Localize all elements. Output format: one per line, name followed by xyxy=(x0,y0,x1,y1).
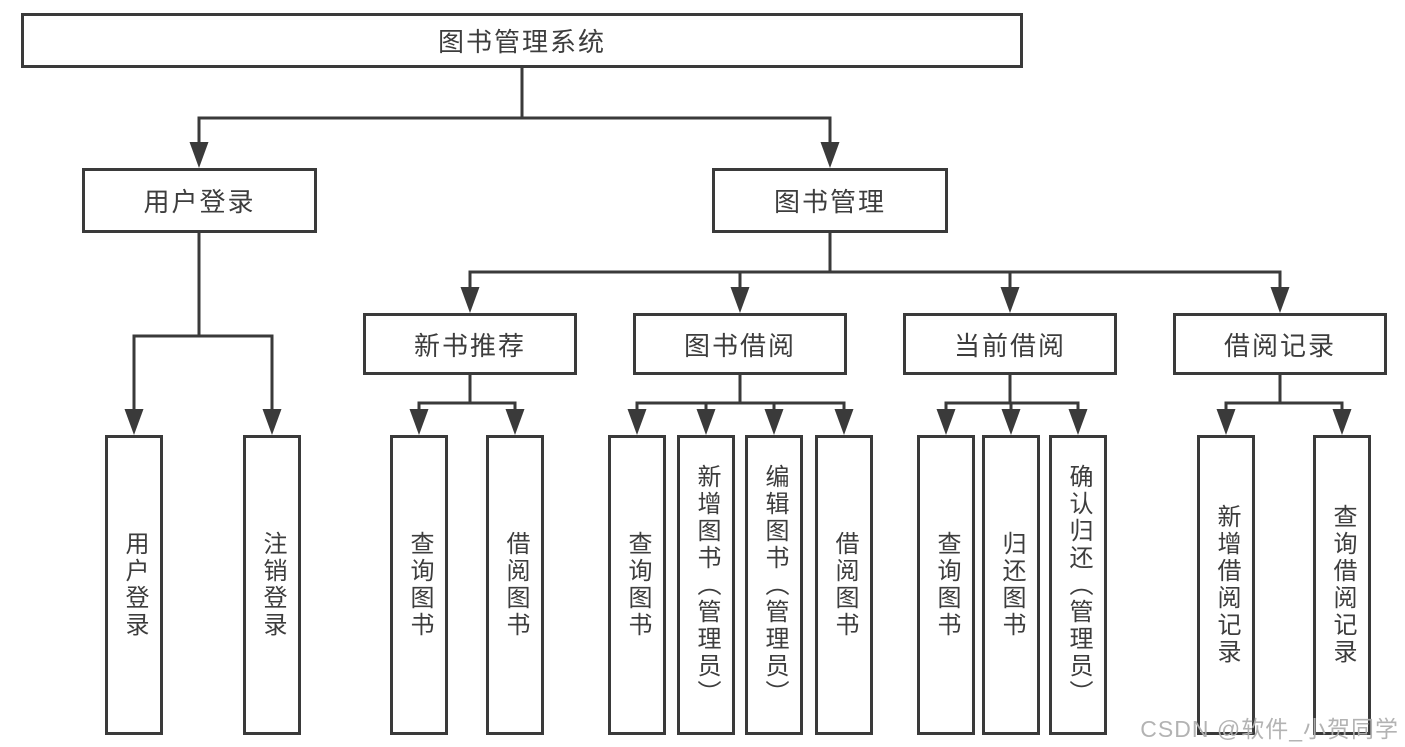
leaf-add-book-admin: 新增图书（管理员） xyxy=(677,435,735,735)
leaf-logout: 注销登录 xyxy=(243,435,301,735)
arrow-return-books xyxy=(1001,409,1021,435)
leaf-borrow-books-1-label: 借阅图书 xyxy=(502,531,529,639)
arrow-borrow-books-1 xyxy=(505,409,525,435)
arrow-leaf-logout xyxy=(262,409,282,435)
leaf-query-borrow-record: 查询借阅记录 xyxy=(1313,435,1371,735)
arrow-query-books-3 xyxy=(936,409,956,435)
arrow-add-book xyxy=(696,409,716,435)
arrow-query-record xyxy=(1332,409,1352,435)
leaf-borrow-books-1: 借阅图书 xyxy=(486,435,544,735)
leaf-query-borrow-record-label: 查询借阅记录 xyxy=(1329,504,1356,666)
leaf-query-books-3: 查询图书 xyxy=(917,435,975,735)
node-book-borrow: 图书借阅 xyxy=(633,313,847,375)
node-user-login: 用户登录 xyxy=(82,168,317,233)
leaf-confirm-return-admin-label: 确认归还（管理员） xyxy=(1065,463,1092,707)
csdn-watermark: CSDN @软件_小贺同学 xyxy=(1140,716,1399,742)
arrow-query-books-2 xyxy=(627,409,647,435)
leaf-logout-label: 注销登录 xyxy=(259,531,286,639)
node-root-label: 图书管理系统 xyxy=(437,27,606,57)
leaf-add-borrow-record-label: 新增借阅记录 xyxy=(1213,504,1240,666)
leaf-query-books-1: 查询图书 xyxy=(390,435,448,735)
leaf-confirm-return-admin: 确认归还（管理员） xyxy=(1049,435,1107,735)
arrow-edit-book xyxy=(764,409,784,435)
leaf-add-book-admin-label: 新增图书（管理员） xyxy=(693,463,720,707)
node-current-borrow: 当前借阅 xyxy=(903,313,1117,375)
arrow-query-books-1 xyxy=(409,409,429,435)
leaf-query-books-1-label: 查询图书 xyxy=(406,531,433,639)
arrow-borrow-books-2 xyxy=(834,409,854,435)
node-borrow-records-label: 借阅记录 xyxy=(1223,330,1336,361)
arrow-book-borrow xyxy=(730,287,750,313)
leaf-query-books-2: 查询图书 xyxy=(608,435,666,735)
arrow-add-record xyxy=(1216,409,1236,435)
node-user-login-label: 用户登录 xyxy=(143,187,256,217)
leaf-query-books-2-label: 查询图书 xyxy=(624,531,651,639)
leaf-user-login: 用户登录 xyxy=(105,435,163,735)
node-book-mgmt-label: 图书管理 xyxy=(773,187,886,217)
leaf-borrow-books-2-label: 借阅图书 xyxy=(831,531,858,639)
node-book-borrow-label: 图书借阅 xyxy=(683,330,796,361)
arrow-book-mgmt xyxy=(820,142,840,168)
arrow-current-borrow xyxy=(1000,287,1020,313)
node-new-book-rec: 新书推荐 xyxy=(363,313,577,375)
leaf-user-login-label: 用户登录 xyxy=(121,531,148,639)
arrowheads xyxy=(124,142,1352,435)
leaf-edit-book-admin: 编辑图书（管理员） xyxy=(745,435,803,735)
leaf-return-books: 归还图书 xyxy=(982,435,1040,735)
leaf-borrow-books-2: 借阅图书 xyxy=(815,435,873,735)
leaf-query-books-3-label: 查询图书 xyxy=(933,531,960,639)
node-book-mgmt: 图书管理 xyxy=(712,168,948,233)
arrow-leaf-user-login xyxy=(124,409,144,435)
arrow-borrow-records xyxy=(1270,287,1290,313)
node-root: 图书管理系统 xyxy=(21,13,1023,68)
arrow-confirm-return xyxy=(1068,409,1088,435)
arrow-user-login xyxy=(189,142,209,168)
node-current-borrow-label: 当前借阅 xyxy=(953,330,1066,361)
leaf-edit-book-admin-label: 编辑图书（管理员） xyxy=(761,463,788,707)
leaf-return-books-label: 归还图书 xyxy=(998,531,1025,639)
node-new-book-rec-label: 新书推荐 xyxy=(413,330,526,361)
arrow-new-book-rec xyxy=(460,287,480,313)
leaf-add-borrow-record: 新增借阅记录 xyxy=(1197,435,1255,735)
node-borrow-records: 借阅记录 xyxy=(1173,313,1387,375)
